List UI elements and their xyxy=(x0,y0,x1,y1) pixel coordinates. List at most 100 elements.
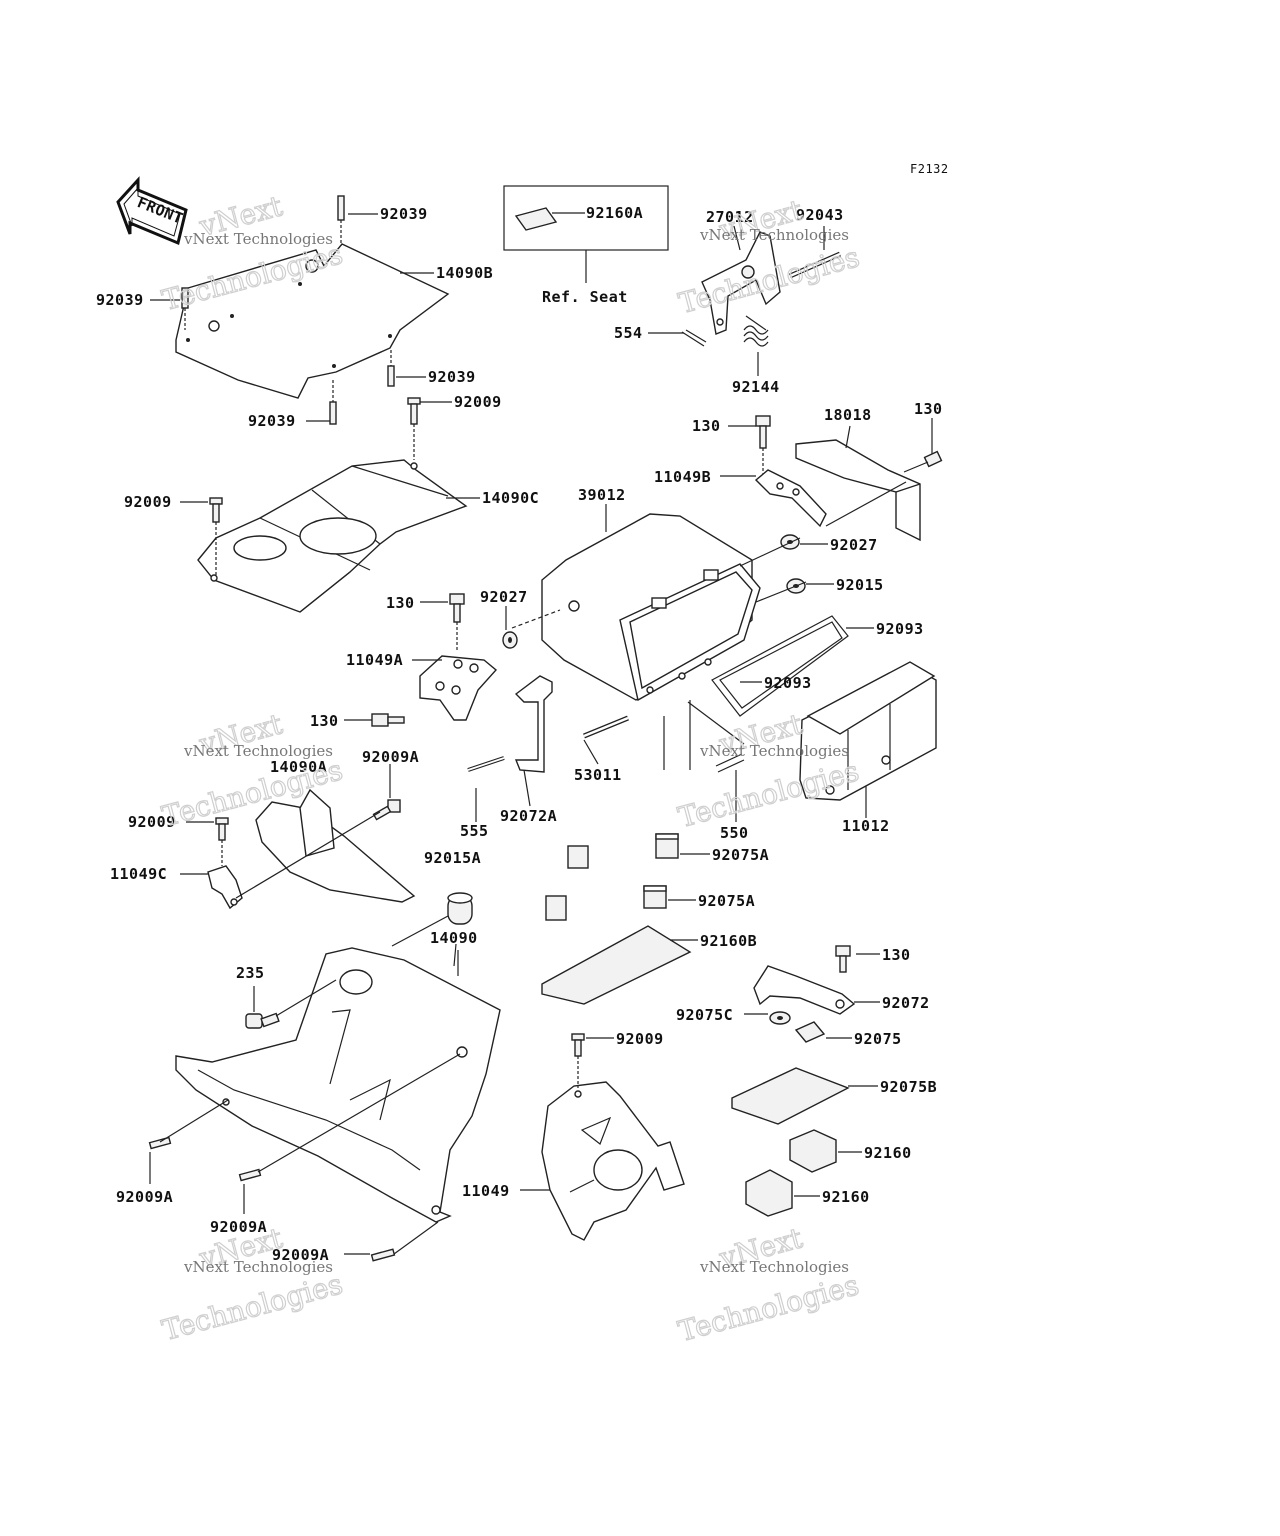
callout-92015: 92015 xyxy=(836,576,884,594)
callout-92015a: 92015A xyxy=(424,849,481,867)
callout-11012: 11012 xyxy=(842,817,890,835)
block-92075 xyxy=(794,1021,826,1043)
cover-14090 xyxy=(175,947,501,1223)
screw-92009-c xyxy=(215,817,229,866)
callout-11049b: 11049B xyxy=(654,468,711,486)
bracket-11049a xyxy=(419,655,498,721)
svg-text:vNext Technologies: vNext Technologies xyxy=(699,226,849,244)
lid-11012 xyxy=(799,661,937,801)
pad-92075b xyxy=(731,1067,850,1125)
callout-92009: 92009 xyxy=(128,813,176,831)
callout-11049a: 11049A xyxy=(346,651,403,669)
block-92075a-4 xyxy=(643,885,667,909)
callout-14090a: 14090A xyxy=(270,758,327,776)
callout-92160: 92160 xyxy=(864,1144,912,1162)
callout-92075b: 92075B xyxy=(880,1078,937,1096)
bracket-27012 xyxy=(701,231,781,335)
callout-130: 130 xyxy=(692,417,721,435)
callout-92039: 92039 xyxy=(428,368,476,386)
callout-92039: 92039 xyxy=(380,205,428,223)
callout-130: 130 xyxy=(882,946,911,964)
callout-53011: 53011 xyxy=(574,766,622,784)
pin-92039-left xyxy=(181,287,189,330)
callout-18018: 18018 xyxy=(824,406,872,424)
callout-11049: 11049 xyxy=(462,1182,510,1200)
callout-92075: 92075 xyxy=(854,1030,902,1048)
watermark-bottom-right: vNext vNext Technologies Technologies xyxy=(674,1221,863,1349)
callout-92075c: 92075C xyxy=(676,1006,733,1024)
ref-box-part: 92160A xyxy=(586,204,643,222)
bolt-130-c xyxy=(903,450,943,473)
svg-text:Technologies: Technologies xyxy=(675,1268,863,1348)
svg-text:vNext Technologies: vNext Technologies xyxy=(699,742,849,760)
bolt-130-d xyxy=(371,713,405,727)
ref-box-note: Ref. Seat xyxy=(542,288,628,306)
bolt-53011 xyxy=(583,715,629,739)
callout-14090b: 14090B xyxy=(436,264,493,282)
callout-92027: 92027 xyxy=(480,588,528,606)
pin-92039-bottom xyxy=(329,380,337,425)
block-92075a-3 xyxy=(545,895,567,921)
callout-92093: 92093 xyxy=(876,620,924,638)
callout-554: 554 xyxy=(614,324,643,342)
callout-27012: 27012 xyxy=(706,208,754,226)
callout-14090: 14090 xyxy=(430,929,478,947)
collar-92027-b xyxy=(502,631,518,649)
bracket-18018 xyxy=(795,439,921,542)
callout-14090c: 14090C xyxy=(482,489,539,507)
svg-text:vNext Technologies: vNext Technologies xyxy=(183,1258,333,1276)
callout-235: 235 xyxy=(236,964,265,982)
collar-92027-a xyxy=(780,534,800,550)
svg-text:Technologies: Technologies xyxy=(159,1267,347,1347)
callout-labels: 92039 14090B 92039 92039 92039 92009 920… xyxy=(96,205,942,1264)
bolt-130-b xyxy=(755,415,771,474)
pin-555 xyxy=(467,756,505,772)
cover-14090a xyxy=(255,788,416,903)
callout-92027: 92027 xyxy=(830,536,878,554)
screw-92009-d xyxy=(571,1033,585,1088)
callout-92160b: 92160B xyxy=(700,932,757,950)
pin-92039-right xyxy=(387,350,395,387)
rod-92043 xyxy=(788,251,842,279)
bolt-130-a xyxy=(449,593,465,652)
bracket-11049b xyxy=(754,469,827,528)
bracket-11049 xyxy=(541,1081,685,1241)
bolt-130-e xyxy=(835,945,851,973)
spring-92144 xyxy=(743,315,769,347)
screw-92009a-c xyxy=(238,1168,262,1182)
callout-92009a: 92009A xyxy=(272,1246,329,1264)
leader-lines xyxy=(149,213,933,1255)
block-92160-1 xyxy=(789,1129,837,1173)
pin-550 xyxy=(715,753,745,773)
callout-92009a: 92009A xyxy=(116,1188,173,1206)
block-92075a-2 xyxy=(655,833,679,859)
svg-text:vNext Technologies: vNext Technologies xyxy=(699,1258,849,1276)
screw-92009-a xyxy=(407,397,421,460)
pin-554 xyxy=(681,329,707,347)
callout-550: 550 xyxy=(720,824,749,842)
washer-92075c xyxy=(769,1011,791,1025)
front-arrow-icon: FRONT xyxy=(116,176,188,246)
callout-130: 130 xyxy=(310,712,339,730)
mat-14090c xyxy=(197,459,468,613)
callout-92144: 92144 xyxy=(732,378,780,396)
callout-92075a: 92075A xyxy=(698,892,755,910)
screw-92009a-a xyxy=(372,799,401,821)
bracket-92072 xyxy=(753,965,856,1015)
pad-92160b xyxy=(541,925,692,1005)
callout-92009: 92009 xyxy=(124,493,172,511)
watermark-bottom-left: vNext vNext Technologies Technologies xyxy=(158,1221,347,1348)
screw-92009a-d xyxy=(370,1248,396,1262)
callout-555: 555 xyxy=(460,822,489,840)
svg-text:vNext Technologies: vNext Technologies xyxy=(183,742,333,760)
figure-code: F2132 xyxy=(910,162,949,176)
callout-92160: 92160 xyxy=(822,1188,870,1206)
callout-130: 130 xyxy=(386,594,415,612)
bracket-92072a xyxy=(514,675,553,773)
callout-92039: 92039 xyxy=(96,291,144,309)
screw-92009a-b xyxy=(148,1136,172,1150)
ref-seat-box: 92160A Ref. Seat xyxy=(503,185,669,306)
pin-92039-top xyxy=(337,195,345,246)
callout-92009a: 92009A xyxy=(210,1218,267,1236)
